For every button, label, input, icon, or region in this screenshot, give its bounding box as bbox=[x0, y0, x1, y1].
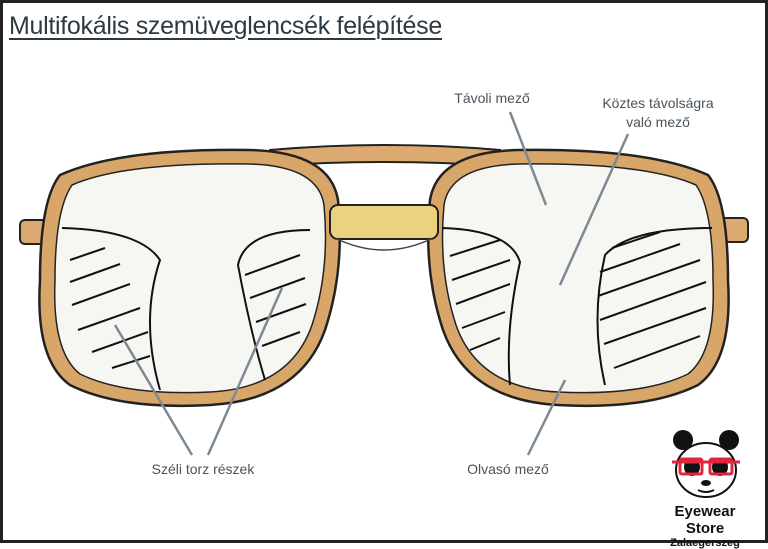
leader-peripheral-left bbox=[113, 324, 194, 456]
right-lens bbox=[441, 163, 715, 394]
leader-lines bbox=[113, 111, 630, 456]
leader-reading bbox=[526, 379, 567, 456]
panda-logo-icon bbox=[672, 430, 740, 498]
logo-name: Eyewear Store bbox=[674, 503, 736, 537]
label-reading-field: Olvasó mező bbox=[467, 461, 549, 477]
right-peripheral-zones bbox=[441, 227, 713, 386]
leader-far bbox=[508, 111, 548, 206]
bridge-pad bbox=[329, 204, 439, 240]
label-intermediate-line2: való mező bbox=[626, 114, 690, 130]
eyewear-store-logo: Eyewear Store Zalaegerszeg bbox=[655, 425, 755, 549]
label-far-field: Távoli mező bbox=[454, 90, 530, 106]
leader-intermediate bbox=[558, 133, 630, 286]
logo-city: Zalaegerszeg bbox=[670, 537, 740, 549]
left-lens bbox=[53, 163, 327, 394]
label-intermediate-line1: Köztes távolságra bbox=[602, 95, 714, 111]
leader-peripheral-right bbox=[206, 287, 284, 456]
nose-pad-arc bbox=[334, 237, 434, 251]
page-title: Multifokális szemüveglencsék felépítése bbox=[9, 12, 442, 40]
label-peripheral-distortion: Széli torz részek bbox=[151, 461, 255, 477]
left-peripheral-zones bbox=[61, 227, 311, 391]
